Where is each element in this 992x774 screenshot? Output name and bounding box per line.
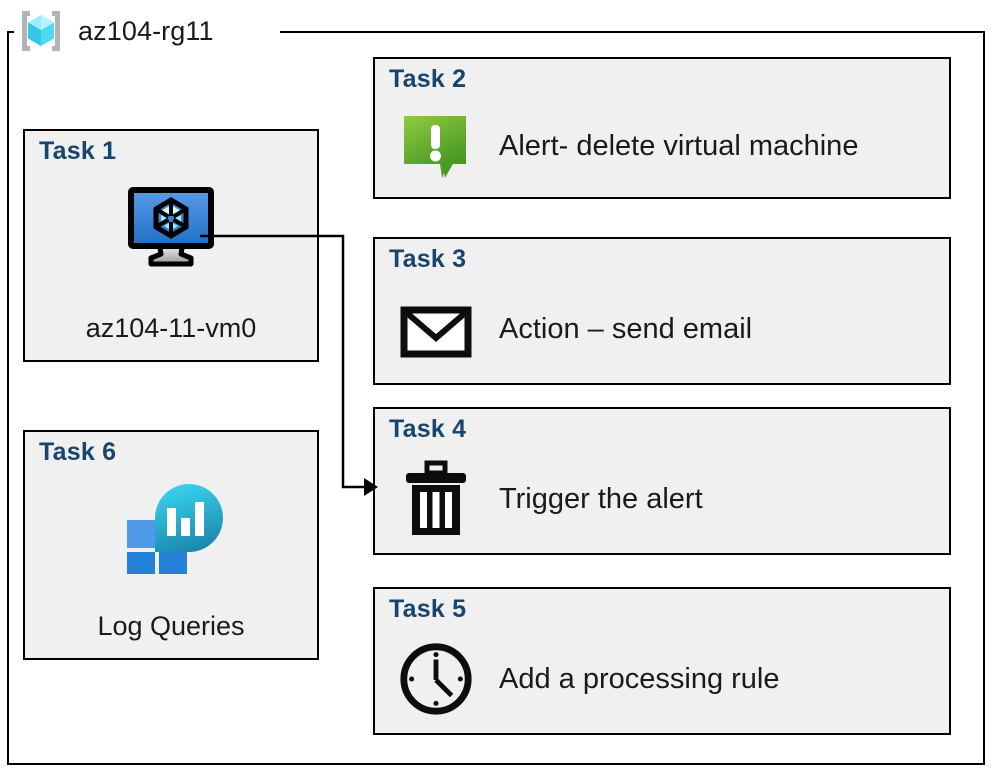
card-label: Trigger the alert [499,482,703,515]
card-task-1[interactable]: Task 1 [23,129,319,362]
trash-can-icon [397,460,475,538]
card-label: Action – send email [499,312,753,345]
card-title: Task 2 [389,65,467,93]
card-title: Task 4 [389,415,467,443]
card-title: Task 1 [39,137,117,165]
resource-group-frame [7,31,985,765]
clock-icon [397,640,475,718]
log-analytics-icon [25,484,317,574]
card-title: Task 6 [39,438,117,466]
card-label: Log Queries [97,611,245,641]
alert-exclamation-icon [397,107,475,185]
card-label: Add a processing rule [499,662,780,695]
resource-group-header: az104-rg11 [14,4,214,58]
card-label: Alert- delete virtual machine [499,129,859,162]
virtual-machine-icon [25,183,317,271]
card-task-3[interactable]: Task 3 Action – send email [373,237,951,385]
card-label: az104-11-vm0 [85,313,257,343]
resource-group-cube-icon [14,7,68,55]
card-task-4[interactable]: Task 4 Trigger the alert [373,407,951,555]
resource-group-name: az104-rg11 [78,15,214,46]
card-task-6[interactable]: Task 6 Log Queri [23,430,319,660]
card-title: Task 3 [389,245,467,273]
card-task-5[interactable]: Task 5 Add a processing rule [373,587,951,735]
card-task-2[interactable]: Task 2 Alert- delete vir [373,57,951,199]
envelope-icon [397,290,475,368]
card-title: Task 5 [389,595,467,623]
